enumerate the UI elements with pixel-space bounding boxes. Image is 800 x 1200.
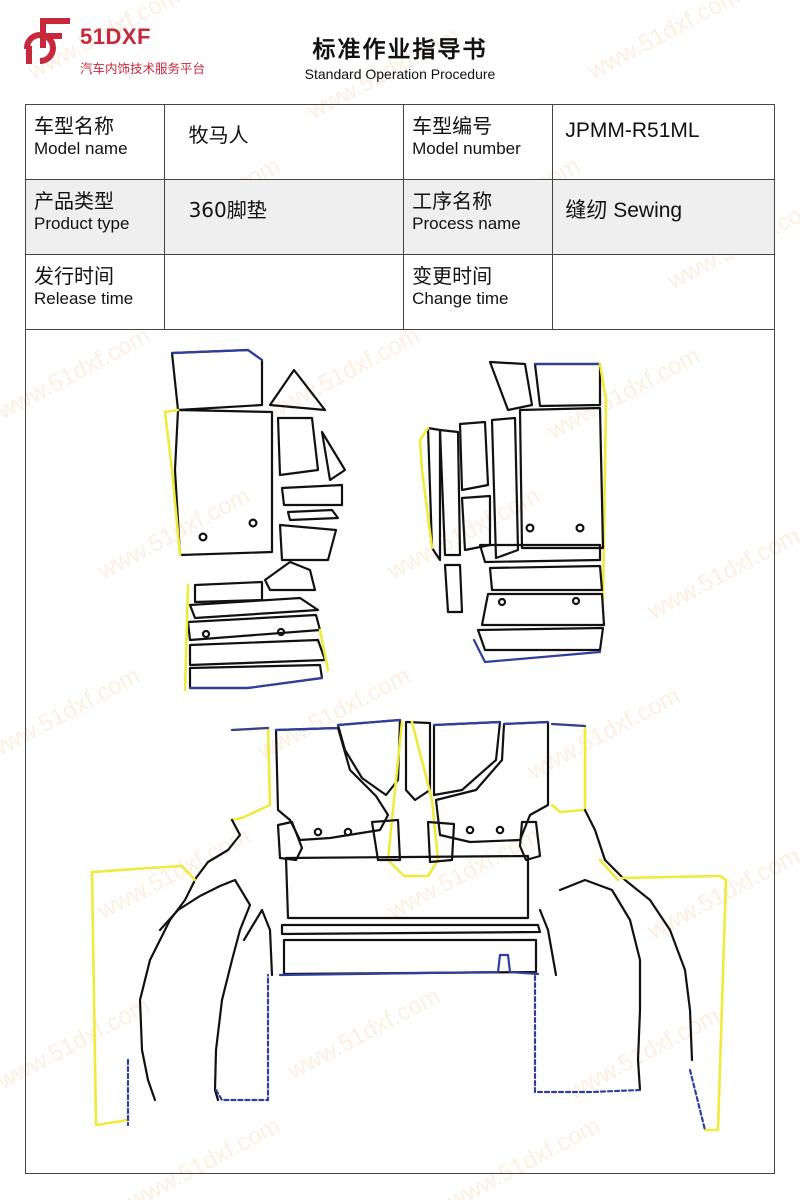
info-table: 车型名称 Model name 牧马人 车型编号 Model number JP… <box>25 104 775 330</box>
product-type-label: 产品类型 Product type <box>25 179 165 255</box>
model-name-label-en: Model name <box>34 139 128 158</box>
product-type-label-cn: 产品类型 <box>34 189 114 213</box>
change-time-value[interactable] <box>552 254 775 330</box>
info-row: 发行时间 Release time 变更时间 Change time <box>25 254 775 330</box>
rear-mat-pattern <box>90 718 728 1132</box>
change-time-label-cn: 变更时间 <box>412 264 493 288</box>
product-type-value: 360脚垫 <box>163 179 405 255</box>
info-row: 车型名称 Model name 牧马人 车型编号 Model number JP… <box>25 104 775 180</box>
title-chinese: 标准作业指导书 <box>312 37 488 63</box>
process-name-label: 工序名称 Process name <box>403 179 554 255</box>
document-title: 标准作业指导书 Standard Operation Procedure <box>250 30 550 82</box>
logo-subtitle: 汽车内饰技术服务平台 <box>80 61 206 76</box>
process-name-label-cn: 工序名称 <box>412 189 493 213</box>
model-name-label-cn: 车型名称 <box>34 114 114 138</box>
logo-name: 51DXF <box>80 24 151 49</box>
release-time-label-en: Release time <box>34 289 134 308</box>
drawing-frame <box>25 288 775 1174</box>
model-number-label-cn: 车型编号 <box>412 114 493 138</box>
logo-mark-icon <box>23 18 70 65</box>
product-type-label-en: Product type <box>34 214 130 233</box>
release-time-value[interactable] <box>163 254 405 330</box>
title-english: Standard Operation Procedure <box>304 66 496 82</box>
model-name-value: 牧马人 <box>163 104 405 180</box>
info-row: 产品类型 Product type 360脚垫 工序名称 Process nam… <box>25 179 775 255</box>
model-number-label: 车型编号 Model number <box>403 104 554 180</box>
logo[interactable]: 51DXF 汽车内饰技术服务平台 <box>22 14 232 78</box>
process-name-value: 缝纫 Sewing <box>552 179 775 255</box>
process-name-label-en: Process name <box>412 214 521 233</box>
release-time-label-cn: 发行时间 <box>34 264 114 288</box>
model-number-value: JPMM-R51ML <box>552 104 775 180</box>
change-time-label: 变更时间 Change time <box>403 254 554 330</box>
model-number-label-en: Model number <box>412 139 521 158</box>
right-front-mat-pattern <box>418 360 608 664</box>
left-front-mat-pattern <box>163 348 347 692</box>
model-name-label: 车型名称 Model name <box>25 104 165 180</box>
release-time-label: 发行时间 Release time <box>25 254 165 330</box>
change-time-label-en: Change time <box>412 289 509 308</box>
